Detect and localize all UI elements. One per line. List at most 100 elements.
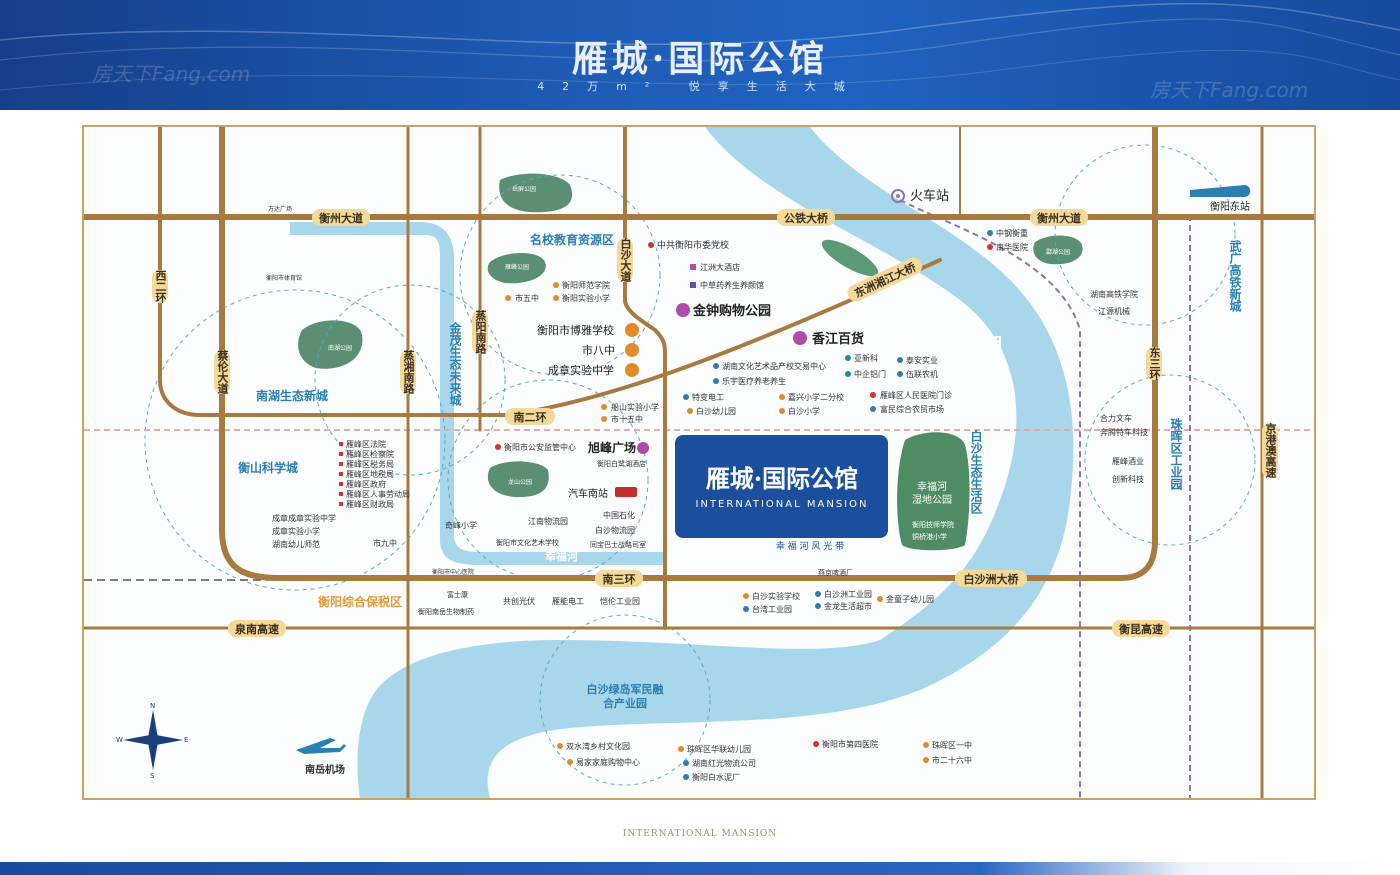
bus-icon	[615, 487, 637, 497]
poi-gongchuang: 共创光伏	[503, 596, 535, 606]
poi-jiangnan-wl: 江南物流园	[528, 516, 568, 526]
poi-wanda: 万达广场	[268, 205, 292, 213]
poi-jishi: 衡阳技师学院	[912, 520, 954, 529]
label-zhengyang: 蒸阳南路	[472, 310, 488, 354]
district-xingfuhe: 幸福河	[545, 549, 578, 563]
poi-shijiuzhong: 市九中	[373, 538, 397, 548]
label-dong-san: 东三环	[1146, 347, 1162, 380]
poi-mingzhong: 金钟购物公园	[692, 303, 771, 319]
footer-band	[0, 862, 1400, 875]
poi-hunan-yey: 湖南幼儿师范	[272, 539, 320, 549]
label-railway-station: 火车站	[910, 188, 949, 204]
district-labels: 南湖生态新城 衡山科学城 名校教育资源区 衡阳综合保税区 幸福河 南岳机场	[238, 232, 614, 776]
poi-tiyu: 衡阳市体育馆	[266, 274, 302, 282]
poi-bengteng: 奔腾特车科技	[1100, 427, 1148, 437]
poi-qifeng: 奇峰小学	[445, 520, 477, 530]
project-name-cn: 雁城·国际公馆	[706, 464, 858, 493]
poi-shi26: 市二十六中	[932, 755, 972, 765]
river-island	[821, 239, 879, 277]
poi-layer: 金钟购物公园 香江百货 旭峰广场 汽车南站 衡阳市博雅学校 市八中 成章实验中学…	[266, 186, 1148, 782]
poi-shifan: 衡阳师范学院	[562, 280, 610, 290]
label-wuguang: 武广高铁新城	[1228, 240, 1242, 312]
road-network	[84, 127, 1314, 798]
district-baisha-junmin: 白沙绿岛军民融合产业园	[586, 683, 664, 710]
poi-zhuhui-yz: 珠晖区一中	[932, 740, 972, 750]
footer-brand: INTERNATIONAL MANSION	[622, 829, 778, 839]
park-label-nanhu: 南湖公园	[328, 344, 352, 352]
page-subtitle: 42万m² 悦享生活大城	[537, 80, 863, 93]
label-hengzhou-w: 衡州大道	[319, 211, 363, 225]
poi-disi-yy: 衡阳市第四医院	[822, 739, 878, 749]
poi-shishiwu: 市十五中	[611, 414, 643, 424]
poi-tebian: 特变电工	[692, 392, 724, 402]
poi-shiwuzhong: 市五中	[515, 293, 539, 303]
park-xingfuhe	[897, 432, 970, 551]
poi-zhongqi: 中企铝门	[854, 369, 886, 379]
poi-shibazhong: 市八中	[582, 343, 615, 357]
poi-xuefeng: 旭峰广场	[587, 440, 636, 455]
park-label-2: 湿地公园	[912, 493, 952, 506]
poi-icon	[625, 303, 807, 454]
poi-yanfeng-jy: 雁峰酒业	[1112, 456, 1144, 466]
poi-yanfeng-cz: 雁峰区财政局	[346, 499, 394, 509]
label-zhengxiang: 蒸湘南路	[400, 350, 416, 394]
svg-text:W: W	[116, 736, 123, 744]
park-label-yuelu: 岳屏公园	[512, 186, 536, 193]
poi-gonganju: 衡阳市公安监管中心	[504, 442, 576, 452]
airplane-icon	[296, 738, 346, 754]
poi-baisha-gy: 白沙洲工业园	[824, 589, 872, 599]
poi-yanfeng-rs: 雁峰区人事劳动局	[346, 489, 410, 499]
poi-wulian: 伍联农机	[906, 369, 938, 379]
poi-zhongguo-sh: 中国石化	[603, 510, 635, 520]
poi-nanhua: 南华医院	[996, 242, 1028, 252]
label-cailun: 蔡伦大道	[214, 350, 230, 394]
project-block	[675, 435, 888, 538]
label-baishazhou: 白沙洲大桥	[964, 572, 1020, 586]
poi-tongbao: 同宝巴士战略司室	[590, 540, 646, 549]
poi-baisha-xx: 白沙小学	[788, 406, 820, 416]
compass-icon: N S W E	[116, 702, 188, 780]
poi-yaxinke: 亚新科	[854, 353, 878, 363]
poi-tieqiao: 铜桥港小学	[912, 532, 947, 541]
poi-fushang: 富士康	[447, 590, 468, 599]
park-nanhu	[298, 320, 363, 369]
poi-chuanshan: 船山实验小学	[611, 402, 659, 412]
poi-wenhua: 湖南文化艺术品产权交易中心	[722, 361, 826, 371]
poi-jiangyuan: 江源机械	[1098, 306, 1130, 316]
watermark: 房天下Fang.com	[92, 62, 251, 86]
header-waves	[0, 2, 1400, 91]
park-yanfeng	[487, 253, 546, 284]
poi-baisha-sy: 白沙实验学校	[752, 591, 800, 601]
poi-heliwen: 合力文车	[1100, 413, 1132, 423]
label-jinggangao: 京港澳高速	[1262, 423, 1278, 478]
poi-jiangzhou: 江洲大酒店	[700, 262, 740, 272]
label-hengzhou-e: 衡州大道	[1037, 211, 1081, 225]
poi-nanshang: 衡阳南岳生物制药	[418, 607, 474, 616]
label-nan-er: 南二环	[514, 410, 547, 424]
svg-text:S: S	[150, 772, 155, 780]
park-yuelu	[499, 173, 573, 213]
poi-kailun: 恺伦工业园	[600, 596, 640, 606]
poi-hunan-hg: 湖南红光物流公司	[692, 758, 756, 768]
poi-shuangshui: 双水湾乡村文化园	[566, 741, 630, 751]
poi-taiwan-gy: 台湾工业园	[752, 604, 792, 614]
park-longshan	[487, 461, 549, 498]
district-baohsui: 衡阳综合保税区	[318, 594, 402, 609]
poi-boya: 衡阳市博雅学校	[537, 323, 614, 337]
poi-wenhua-school: 衡阳市文化艺术学校	[496, 538, 559, 547]
park-zhengxiang	[1033, 235, 1083, 265]
watermark: 房天下Fang.com	[1150, 78, 1309, 102]
svg-text:N: N	[150, 702, 155, 710]
train-station-icon	[891, 189, 905, 203]
park-label-longshan: 龙山公园	[508, 478, 532, 486]
project-ribbon: 幸 福 河 风 光 带	[776, 540, 844, 552]
poi-yanfeng-jcy: 雁峰区检察院	[346, 449, 394, 459]
poi-chuangxin: 创新科技	[1112, 474, 1144, 484]
district-zhuhui: 珠晖区工业园	[1169, 418, 1183, 490]
poi-yanfeng-zf: 雁峰区政府	[346, 479, 386, 489]
poi-yijia: 易家家庭购物中心	[576, 757, 640, 767]
poi-qiche: 汽车南站	[568, 487, 608, 500]
svg-text:E: E	[184, 736, 188, 744]
label-quannan: 泉南高速	[234, 622, 279, 636]
